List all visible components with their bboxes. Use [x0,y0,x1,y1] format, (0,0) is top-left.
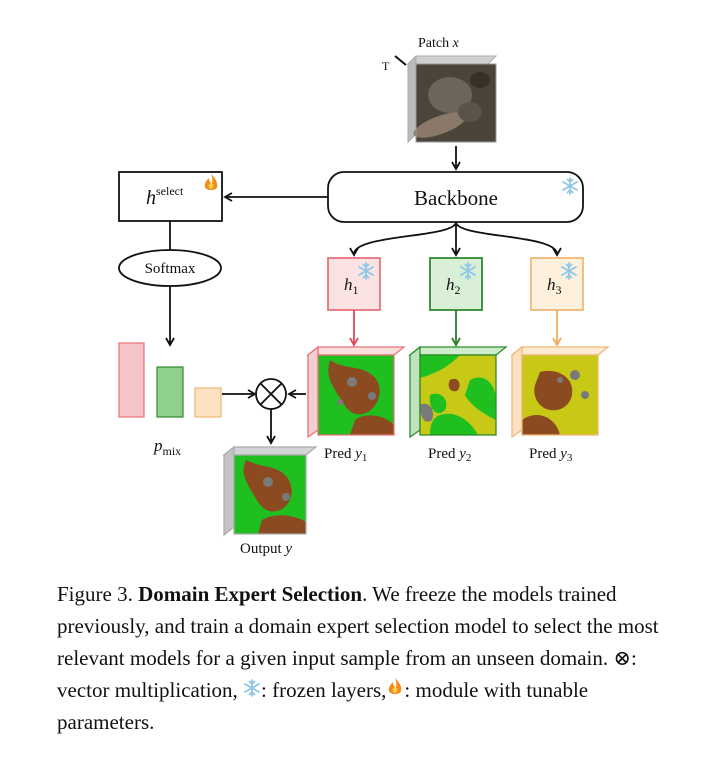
transpose-tick [394,55,407,66]
pred2-segmentation-cube [408,345,508,439]
output-segmentation-cube [222,445,318,537]
head-h2: h2 [429,257,483,311]
domain-expert-selection-diagram: Patch x T Backbone hselect Softmax pmix [118,36,610,557]
otimes-icon [255,378,287,410]
head-h3: h3 [530,257,584,311]
hselect-label: hselect [146,184,184,209]
hselect-box [118,171,223,222]
svg-text:h3: h3 [547,275,562,297]
caption-prefix: Figure 3. [57,582,139,606]
pmix-label: pmix [153,436,181,458]
output-label: Output y [240,541,292,557]
svg-text:h2: h2 [446,275,461,297]
caption-snowflake-icon [244,679,260,697]
caption-text-4: : module with tunable parameters. [57,678,589,734]
caption-text-3: : frozen layers, [261,678,387,702]
pmix-bar-1 [118,342,145,418]
caption-text-1: . We freeze the models trained previousl… [57,582,659,670]
pred1-label: Pred y1 [324,446,367,464]
backbone-branch-arrows [349,221,562,257]
caption-otimes: ⊗ [613,646,631,670]
pred1-segmentation-cube [306,345,406,439]
patch-label: Patch x [418,36,460,51]
caption-text-2: : vector multiplication, [57,646,637,702]
head-h1: h1 [327,257,381,311]
transpose-mark: T [382,59,390,73]
softmax-label: Softmax [145,261,196,277]
pmix-bar-2 [156,366,184,418]
backbone-label: Backbone [414,186,498,210]
caption-fire-icon [389,678,402,694]
svg-text:h1: h1 [344,275,359,297]
figure-caption: Figure 3. Domain Expert Selection. We fr… [57,578,672,738]
patch-image-cube [406,54,498,144]
pred3-label: Pred y3 [529,446,573,464]
pmix-bar-3 [194,387,222,418]
caption-title: Domain Expert Selection [138,582,363,606]
pred3-segmentation-cube [510,345,610,439]
pred2-label: Pred y2 [428,446,471,464]
